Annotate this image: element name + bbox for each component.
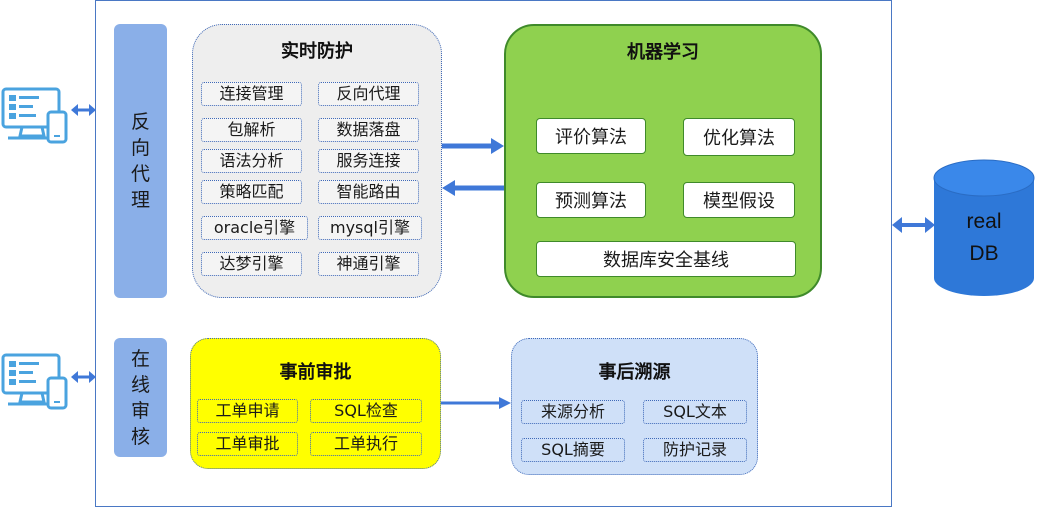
post-trace-item: SQL摘要 xyxy=(521,438,625,462)
machine-learning-panel: 机器学习 评价算法 优化算法 预测算法 模型假设 数据库安全基线 xyxy=(504,24,822,298)
online-audit-label: 在线审核 xyxy=(130,347,150,448)
db-label-line2: DB xyxy=(969,242,999,265)
realtime-item: 语法分析 xyxy=(201,149,302,173)
realtime-item: 包解析 xyxy=(201,118,302,142)
realtime-item: 达梦引擎 xyxy=(201,252,302,276)
ml-baseline: 数据库安全基线 xyxy=(536,241,796,277)
system-frame xyxy=(95,0,892,507)
pre-approval-item: SQL检查 xyxy=(310,399,422,423)
pre-approval-item: 工单执行 xyxy=(310,432,422,456)
client-proxy-arrow xyxy=(71,104,96,116)
ml-item: 模型假设 xyxy=(683,182,795,218)
pre-approval-item: 工单审批 xyxy=(197,432,298,456)
realtime-item: 神通引擎 xyxy=(318,252,419,276)
reverse-proxy-label: 反向代理 xyxy=(130,111,150,211)
client-audit-arrow xyxy=(71,371,96,383)
frame-db-arrow xyxy=(892,217,935,233)
realtime-title: 实时防护 xyxy=(281,41,353,62)
post-trace-item: 防护记录 xyxy=(643,438,747,462)
realtime-item: 反向代理 xyxy=(318,82,419,106)
client-computer-icon xyxy=(1,87,68,144)
post-trace-title: 事后溯源 xyxy=(598,362,671,383)
ml-to-realtime-arrow xyxy=(442,180,504,196)
client-computer-icon xyxy=(1,353,68,410)
online-audit-bar: 在线审核 xyxy=(114,338,167,457)
ml-item: 预测算法 xyxy=(536,182,646,218)
database-icon xyxy=(933,159,1035,296)
real-db: real DB xyxy=(932,158,1036,298)
reverse-proxy-bar: 反向代理 xyxy=(114,24,167,298)
post-trace-panel: 事后溯源 来源分析 SQL文本 SQL摘要 防护记录 xyxy=(511,338,758,475)
pre-to-post-arrow xyxy=(441,397,511,409)
realtime-item: 智能路由 xyxy=(318,180,419,204)
pre-approval-panel: 事前审批 工单申请 SQL检查 工单审批 工单执行 xyxy=(190,338,441,469)
pre-approval-item: 工单申请 xyxy=(197,399,298,423)
realtime-to-ml-arrow xyxy=(442,138,504,154)
realtime-item: mysql引擎 xyxy=(318,216,422,240)
realtime-item: 服务连接 xyxy=(318,149,419,173)
pre-approval-title: 事前审批 xyxy=(279,362,352,383)
post-trace-item: 来源分析 xyxy=(521,400,625,424)
post-trace-item: SQL文本 xyxy=(643,400,747,424)
ml-item: 优化算法 xyxy=(683,118,795,156)
realtime-item: 数据落盘 xyxy=(318,118,419,142)
realtime-protection-panel: 实时防护 连接管理 反向代理 包解析 数据落盘 语法分析 服务连接 策略匹配 智… xyxy=(192,24,442,298)
realtime-item: 连接管理 xyxy=(201,82,302,106)
ml-title: 机器学习 xyxy=(627,42,699,63)
realtime-item: 策略匹配 xyxy=(201,180,302,204)
realtime-item: oracle引擎 xyxy=(201,216,308,240)
ml-item: 评价算法 xyxy=(536,118,646,154)
db-label-line1: real xyxy=(966,210,1002,233)
